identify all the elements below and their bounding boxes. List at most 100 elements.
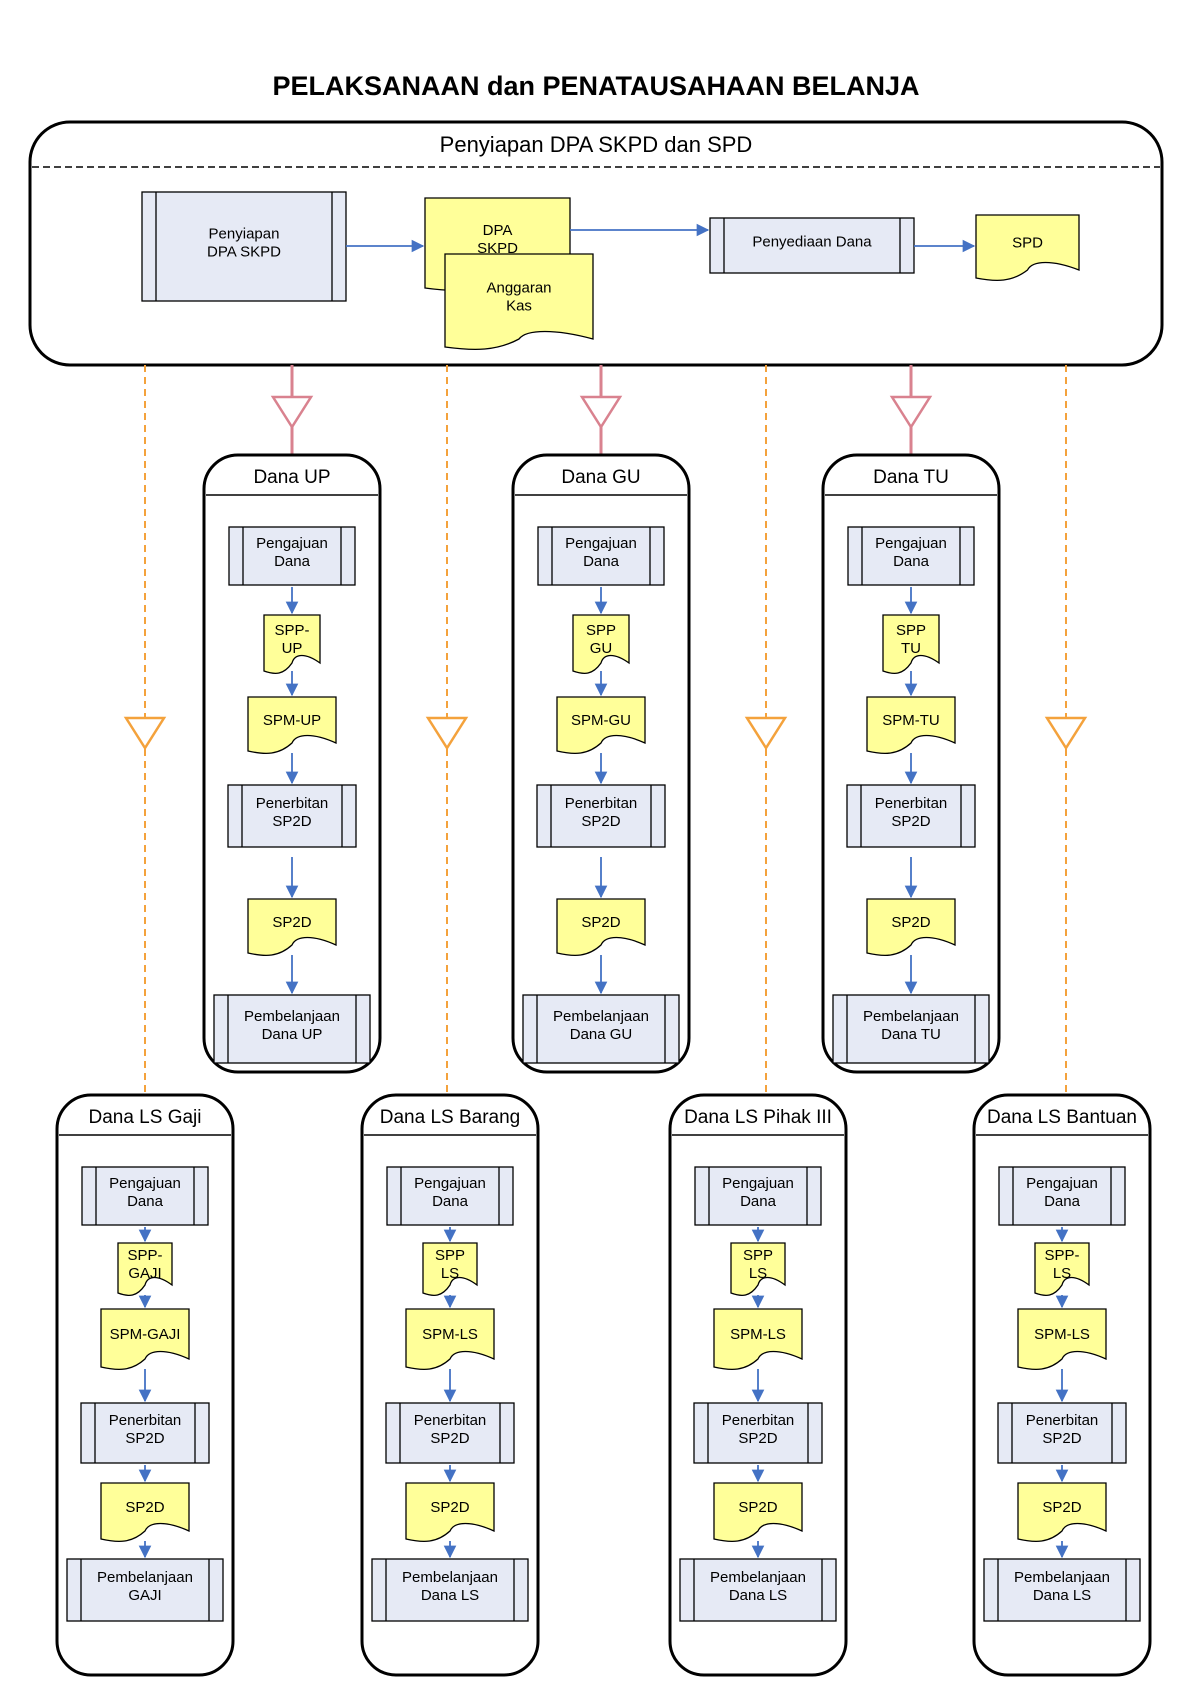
pengajuan-dana-process-label: Dana xyxy=(274,553,311,570)
pengajuan-dana-process-label: Dana xyxy=(740,1193,777,1210)
penerbitan-sp2d-process-box xyxy=(227,784,357,848)
spm-document: SPM-GAJI xyxy=(100,1308,190,1371)
connectors xyxy=(123,365,1088,1105)
pembelanjaan-process-box xyxy=(983,1558,1141,1622)
lanes: Dana UPPengajuanDanaSPP-UPSPM-UPPenerbit… xyxy=(55,453,1152,1677)
pengajuan-dana-process-label: Pengajuan xyxy=(256,535,328,552)
spp-document-label: LS xyxy=(1053,1265,1071,1282)
lane-6: Dana LS Pihak IIIPengajuanDanaSPPLSSPM-L… xyxy=(668,1093,848,1677)
spd-document-shape xyxy=(975,214,1080,282)
lane-header: Dana TU xyxy=(873,467,949,488)
pengajuan-dana-process-label: Dana xyxy=(432,1193,469,1210)
spd-document: SPD xyxy=(975,214,1080,282)
spp-document-label: LS xyxy=(749,1265,767,1282)
spm-document-label: SPM-LS xyxy=(1034,1326,1090,1343)
dpa-skpd-document-label: SKPD xyxy=(477,240,518,257)
dashed-connector-funnel xyxy=(425,716,469,751)
spp-document-label: GU xyxy=(590,640,613,657)
spp-document-shape xyxy=(730,1242,786,1297)
pengajuan-dana-process-label: Pengajuan xyxy=(565,535,637,552)
pengajuan-dana-process-label: Dana xyxy=(893,553,930,570)
spp-document-label: TU xyxy=(901,640,921,657)
top-panel: Penyiapan DPA SKPD dan SPD xyxy=(28,120,1164,367)
spm-document-label: SPM-TU xyxy=(882,712,940,729)
spp-document: SPP-LS xyxy=(1034,1242,1090,1297)
spm-document-shape xyxy=(713,1308,803,1371)
sp2d-document: SP2D xyxy=(247,898,337,957)
penerbitan-sp2d-process-label: Penerbitan xyxy=(1026,1412,1099,1429)
sp2d-document-shape xyxy=(713,1482,803,1543)
spp-document-label: SPP xyxy=(896,622,926,639)
spd-document-label: SPD xyxy=(1012,235,1043,252)
lane-header: Dana GU xyxy=(561,467,640,488)
sp2d-document-label: SP2D xyxy=(430,1499,469,1516)
penerbitan-sp2d-process-label: Penerbitan xyxy=(875,795,948,812)
anggaran-kas-document-label: Anggaran xyxy=(486,280,551,297)
penerbitan-sp2d-process-label: Penerbitan xyxy=(565,795,638,812)
anggaran-kas-document-shape xyxy=(444,253,594,351)
lane-header: Dana LS Bantuan xyxy=(987,1107,1137,1128)
sp2d-document-shape xyxy=(100,1482,190,1543)
pembelanjaan-process-label: Pembelanjaan xyxy=(402,1569,498,1586)
sp2d-document: SP2D xyxy=(556,898,646,957)
lane-header: Dana UP xyxy=(253,467,330,488)
sp2d-document-label: SP2D xyxy=(125,1499,164,1516)
spp-document-shape xyxy=(117,1242,173,1297)
penerbitan-sp2d-process-label: SP2D xyxy=(125,1430,164,1447)
lane-4: Dana LS GajiPengajuanDanaSPP-GAJISPM-GAJ… xyxy=(55,1093,235,1677)
spp-document-label: SPP xyxy=(435,1247,465,1264)
pembelanjaan-process-box xyxy=(66,1558,224,1622)
pembelanjaan-process-box xyxy=(371,1558,529,1622)
pengajuan-dana-process-label: Pengajuan xyxy=(722,1175,794,1192)
lane-5: Dana LS BarangPengajuanDanaSPPLSSPM-LSPe… xyxy=(360,1093,540,1677)
pengajuan-dana-process-label: Dana xyxy=(127,1193,164,1210)
penerbitan-sp2d-process-label: SP2D xyxy=(738,1430,777,1447)
spm-document-shape xyxy=(556,696,646,755)
penerbitan-sp2d-process-label: Penerbitan xyxy=(256,795,329,812)
pembelanjaan-process-label: Dana GU xyxy=(570,1026,633,1043)
penyediaan-dana-process: Penyediaan Dana xyxy=(709,217,915,274)
pembelanjaan-process-label: Dana LS xyxy=(421,1587,479,1604)
pengajuan-dana-process-label: Pengajuan xyxy=(414,1175,486,1192)
dashed-connector-funnel xyxy=(123,716,167,751)
sp2d-document-label: SP2D xyxy=(891,914,930,931)
sp2d-document-label: SP2D xyxy=(738,1499,777,1516)
lane-header: Dana LS Barang xyxy=(380,1107,521,1128)
spp-document-shape xyxy=(422,1242,478,1297)
penerbitan-sp2d-process-box xyxy=(536,784,666,848)
sp2d-document: SP2D xyxy=(405,1482,495,1543)
pembelanjaan-process-label: Dana LS xyxy=(1033,1587,1091,1604)
dashed-connector-funnel xyxy=(1044,716,1088,751)
pembelanjaan-process-label: Pembelanjaan xyxy=(710,1569,806,1586)
solid-connector-funnel xyxy=(270,395,314,430)
sp2d-document-shape xyxy=(1017,1482,1107,1543)
spp-document-label: UP xyxy=(282,640,303,657)
spm-document: SPM-UP xyxy=(247,696,337,755)
anggaran-kas-document-label: Kas xyxy=(506,298,532,315)
penyediaan-dana-process-label: Penyediaan Dana xyxy=(752,234,872,251)
penerbitan-sp2d-process-label: SP2D xyxy=(272,813,311,830)
penerbitan-sp2d-process-label: Penerbitan xyxy=(109,1412,182,1429)
penerbitan-sp2d-process-label: Penerbitan xyxy=(722,1412,795,1429)
solid-connector-funnel xyxy=(579,395,623,430)
pembelanjaan-process-label: Pembelanjaan xyxy=(244,1008,340,1025)
spp-document: SPP-UP xyxy=(263,614,321,675)
spm-document-shape xyxy=(405,1308,495,1371)
spm-document: SPM-LS xyxy=(713,1308,803,1371)
pengajuan-dana-process-label: Dana xyxy=(1044,1193,1081,1210)
